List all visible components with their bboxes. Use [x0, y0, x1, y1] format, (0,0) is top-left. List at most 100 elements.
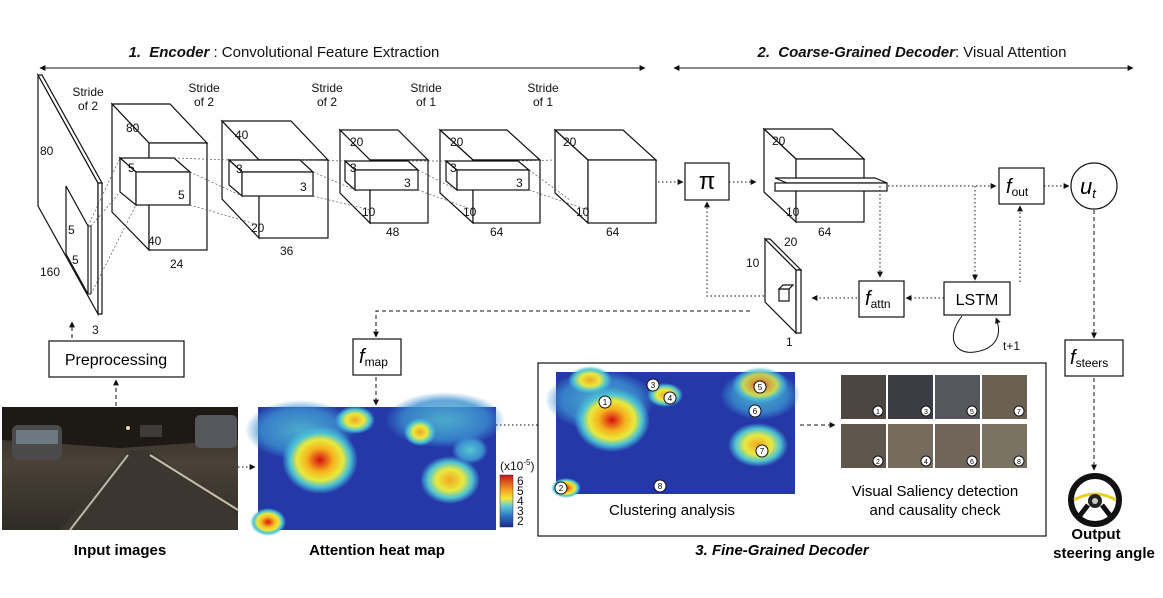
svg-text:40: 40 — [148, 234, 162, 248]
f-steers-node: fsteers — [1065, 340, 1123, 376]
conv-layer-3: 20 3 3 10 48 — [340, 130, 428, 239]
svg-text:2. Coarse-Grained Decode: 2. Coarse-Grained Decoder: Visual Attent… — [757, 44, 1067, 61]
svg-text:1: 1 — [786, 335, 793, 349]
input-image — [2, 407, 238, 530]
svg-text:t+1: t+1 — [1003, 339, 1020, 353]
attention-heatmap — [245, 392, 505, 536]
heatmap-caption: Attention heat map — [309, 542, 445, 559]
stride-1-line1: Stride — [72, 85, 104, 99]
input-volume: 80 160 3 5 5 — [38, 75, 102, 337]
svg-text:6: 6 — [753, 407, 758, 416]
f-out-node: fout — [999, 168, 1044, 204]
cluster-marker-5: 5 — [754, 381, 766, 393]
saliency-caption-l2: and causality check — [870, 502, 1001, 519]
conv-layer-1: 80 5 5 40 24 — [112, 104, 207, 271]
output-caption: Outputsteering angle — [1053, 526, 1155, 562]
svg-text:20: 20 — [563, 135, 577, 149]
svg-text:10: 10 — [786, 205, 800, 219]
feature-volume: 20 10 64 — [764, 129, 887, 239]
output-caption-l1: Output — [1071, 526, 1120, 543]
svg-text:80: 80 — [126, 121, 140, 135]
svg-text:3: 3 — [236, 162, 243, 176]
cluster-marker-7: 7 — [756, 445, 768, 457]
svg-text:3: 3 — [516, 176, 523, 190]
svg-text:7: 7 — [1017, 409, 1021, 416]
svg-text:Preprocessing: Preprocessing — [65, 352, 167, 369]
svg-text:3: 3 — [404, 176, 411, 190]
svg-text:20: 20 — [784, 235, 798, 249]
svg-text:5: 5 — [178, 188, 185, 202]
colorbar-title: (x10-5) — [500, 458, 534, 473]
stride-label-5: Strideof 1 — [527, 81, 559, 109]
svg-text:64: 64 — [490, 225, 504, 239]
conv-layer-2: 40 3 3 20 36 — [222, 121, 328, 258]
encoder-header: 1. Encoder : Convolutional Feature Extra… — [40, 44, 645, 68]
u-t-node: ut — [1071, 163, 1117, 209]
svg-text:5: 5 — [970, 409, 974, 416]
svg-text:LSTM: LSTM — [956, 292, 999, 309]
saliency-caption-l1: Visual Saliency detection — [852, 483, 1019, 500]
cluster-marker-3: 3 — [647, 379, 659, 391]
svg-text:8: 8 — [1017, 459, 1021, 466]
pi-node: π — [685, 163, 729, 200]
svg-text:2: 2 — [517, 514, 524, 528]
svg-text:1: 1 — [603, 398, 608, 407]
svg-text:3: 3 — [350, 161, 357, 175]
coarse-decoder-header: 2. Coarse-Grained Decoder: Visual Attent… — [674, 44, 1133, 68]
input-depth: 3 — [92, 323, 99, 337]
cluster-marker-8: 8 — [654, 480, 666, 492]
svg-text:36: 36 — [280, 244, 294, 258]
svg-text:3: 3 — [450, 161, 457, 175]
f-attn-node: fattn — [859, 281, 904, 317]
svg-text:5: 5 — [128, 161, 135, 175]
svg-text:10: 10 — [576, 205, 590, 219]
svg-text:3: 3 — [651, 381, 656, 390]
svg-text:20: 20 — [772, 134, 786, 148]
svg-text:1. Encoder : Convolution: 1. Encoder : Convolutional Feature Extra… — [129, 44, 440, 61]
svg-text:4: 4 — [668, 394, 673, 403]
steering-wheel-icon — [1071, 476, 1119, 524]
svg-text:10: 10 — [362, 205, 376, 219]
svg-text:40: 40 — [235, 128, 249, 142]
input-caption: Input images — [74, 542, 167, 559]
cluster-marker-6: 6 — [749, 405, 761, 417]
input-height: 80 — [40, 144, 54, 158]
input-kernel-w: 5 — [72, 253, 79, 267]
stride-1-line2: of 2 — [78, 99, 98, 113]
svg-text:8: 8 — [658, 482, 663, 491]
svg-text:10: 10 — [463, 205, 477, 219]
conv-layer-4: 20 3 3 10 64 — [440, 130, 540, 239]
cluster-marker-4: 4 — [664, 392, 676, 404]
svg-text:6: 6 — [970, 459, 974, 466]
clustering-caption: Clustering analysis — [609, 502, 735, 519]
svg-text:5: 5 — [758, 383, 763, 392]
fine-decoder-caption: 3. Fine-Grained Decoder — [695, 542, 870, 559]
svg-text:64: 64 — [606, 225, 620, 239]
svg-text:1: 1 — [876, 409, 880, 416]
lstm-node: LSTM t+1 — [944, 282, 1020, 353]
attention-map-volume: 10 20 1 — [746, 235, 801, 349]
input-width: 160 — [40, 265, 60, 279]
f-map-node: fmap — [353, 339, 401, 375]
input-kernel-h: 5 — [68, 223, 75, 237]
cluster-marker-2: 2 — [555, 482, 567, 494]
svg-text:3: 3 — [924, 409, 928, 416]
cluster-marker-1: 1 — [599, 396, 611, 408]
preprocessing-box: Preprocessing — [49, 341, 184, 377]
svg-text:20: 20 — [450, 135, 464, 149]
svg-text:20: 20 — [350, 135, 364, 149]
svg-text:3: 3 — [300, 180, 307, 194]
svg-text:24: 24 — [170, 257, 184, 271]
svg-text:4: 4 — [924, 459, 928, 466]
conv-layer-5: 20 10 64 — [555, 130, 656, 239]
svg-text:64: 64 — [818, 225, 832, 239]
svg-text:7: 7 — [760, 447, 765, 456]
svg-text:48: 48 — [386, 225, 400, 239]
svg-text:2: 2 — [876, 459, 880, 466]
svg-text:π: π — [699, 168, 716, 195]
